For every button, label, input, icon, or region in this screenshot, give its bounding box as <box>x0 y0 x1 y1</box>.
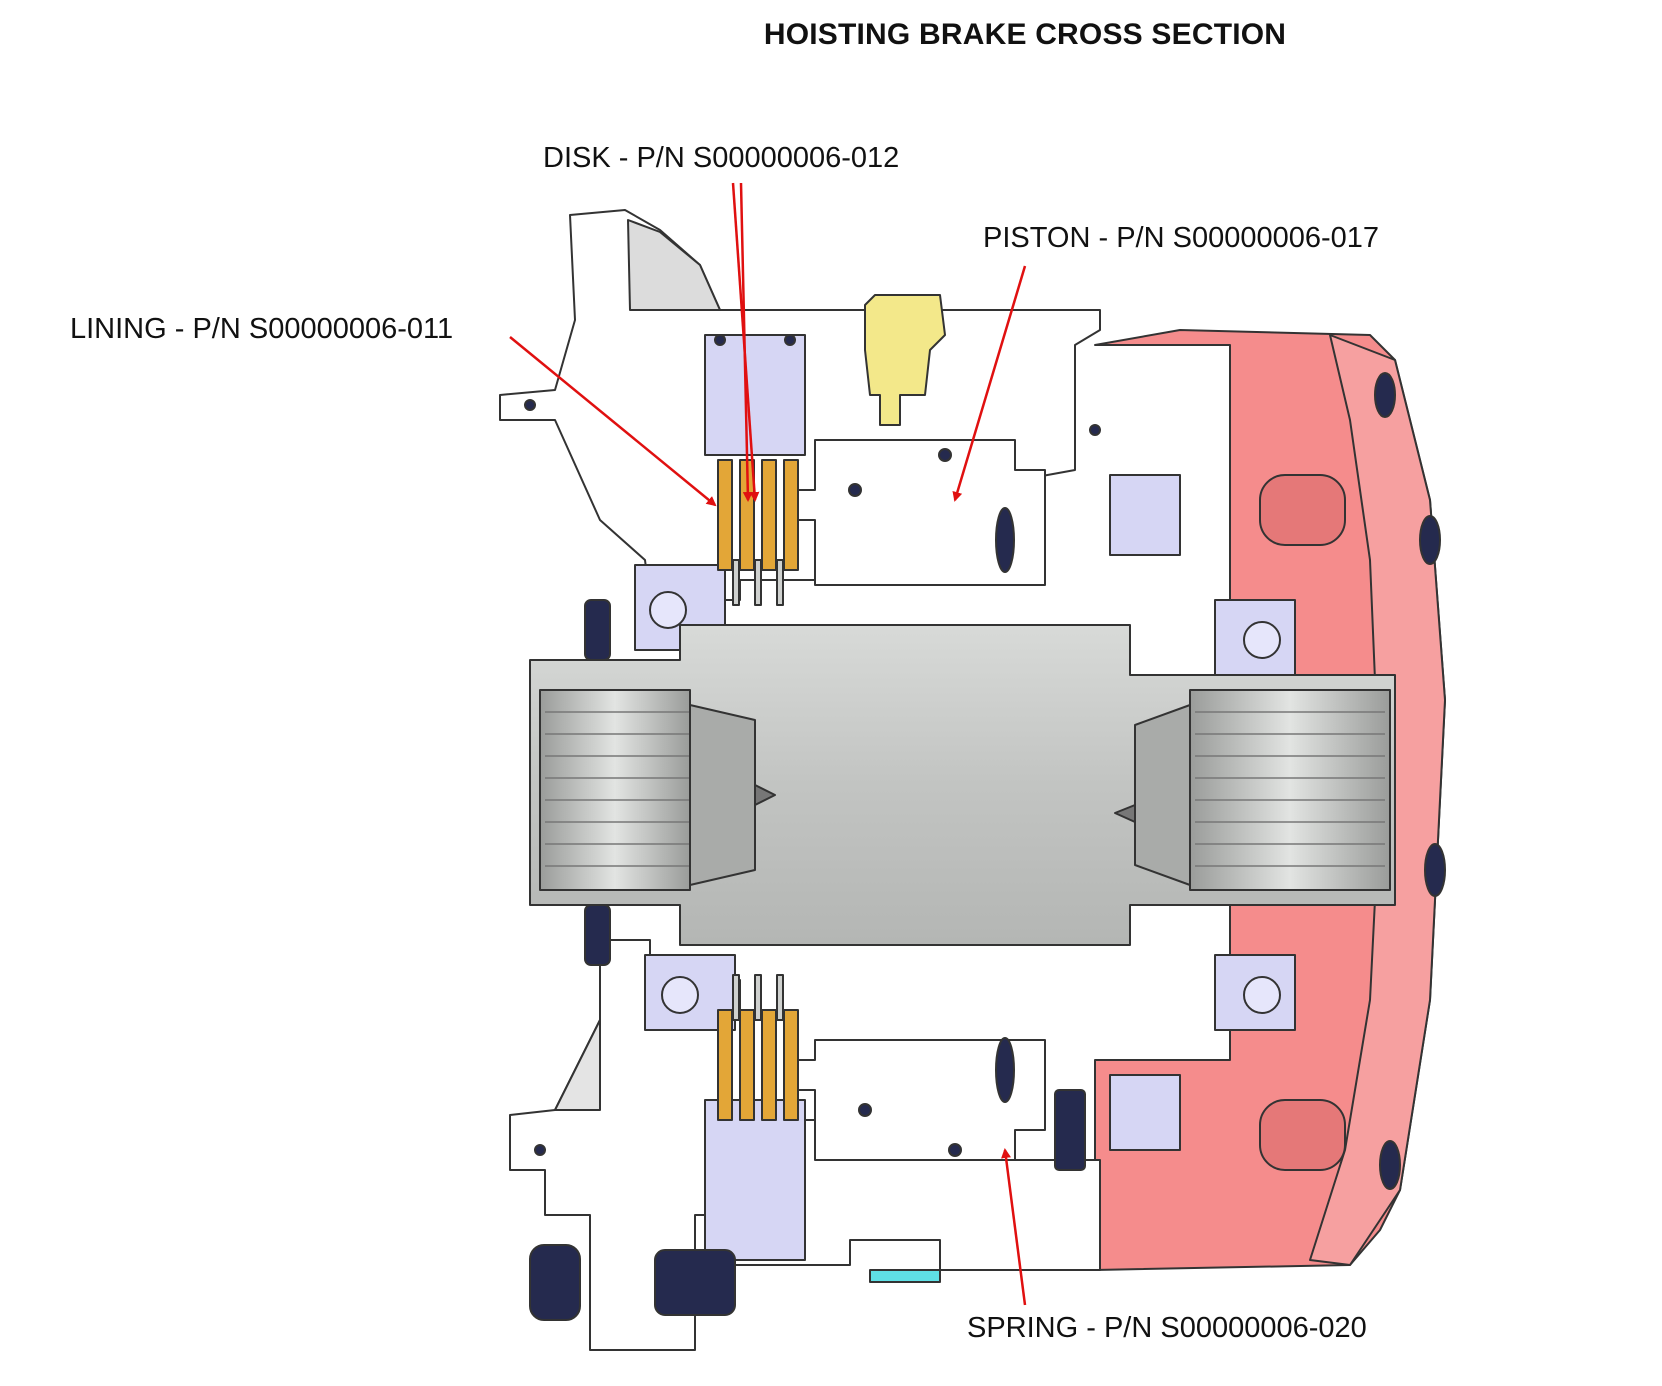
housing-web-bottom <box>554 1019 601 1111</box>
arrow-piston <box>952 265 1027 502</box>
center-point-right <box>1114 804 1136 823</box>
lining-stack-bottom <box>717 1009 799 1121</box>
spline-bore-left <box>539 689 691 891</box>
flange-cavities <box>1259 474 1346 1171</box>
spline-teeth-right <box>1195 711 1385 867</box>
piston-top <box>794 439 1046 586</box>
bore-taper-left <box>689 704 756 886</box>
callout-lining: LINING - P/N S00000006-011 <box>70 313 454 345</box>
spline-teeth-left <box>545 711 690 867</box>
callout-spring: SPRING - P/N S00000006-020 <box>967 1312 1367 1344</box>
housing-web-top <box>627 219 721 311</box>
center-point-left <box>754 784 776 806</box>
lining-stack-top <box>717 459 799 571</box>
drain-plug <box>869 1269 941 1283</box>
diagram-title: HOISTING BRAKE CROSS SECTION <box>763 18 1287 51</box>
disk-plates-bottom <box>732 974 784 1021</box>
arrow-spring <box>1001 1148 1027 1306</box>
flange-bolt-holes <box>1374 372 1446 1190</box>
bearing-balls <box>649 591 1281 1014</box>
callout-disk: DISK - P/N S00000006-012 <box>543 142 900 174</box>
bore-taper-right <box>1134 704 1191 886</box>
arrow-lining <box>509 336 717 507</box>
mounting-pin <box>529 1244 581 1321</box>
seals <box>524 334 1101 1171</box>
callout-piston: PISTON - P/N S00000006-017 <box>983 222 1380 254</box>
mounting-pin-collar <box>654 1249 736 1316</box>
bleed-fitting <box>864 294 946 426</box>
piston-bottom <box>794 1039 1046 1161</box>
disk-plates-top <box>732 559 784 606</box>
leader-arrows <box>509 182 1027 1306</box>
spline-bore-right <box>1189 689 1391 891</box>
arrow-disk-b <box>739 182 753 502</box>
